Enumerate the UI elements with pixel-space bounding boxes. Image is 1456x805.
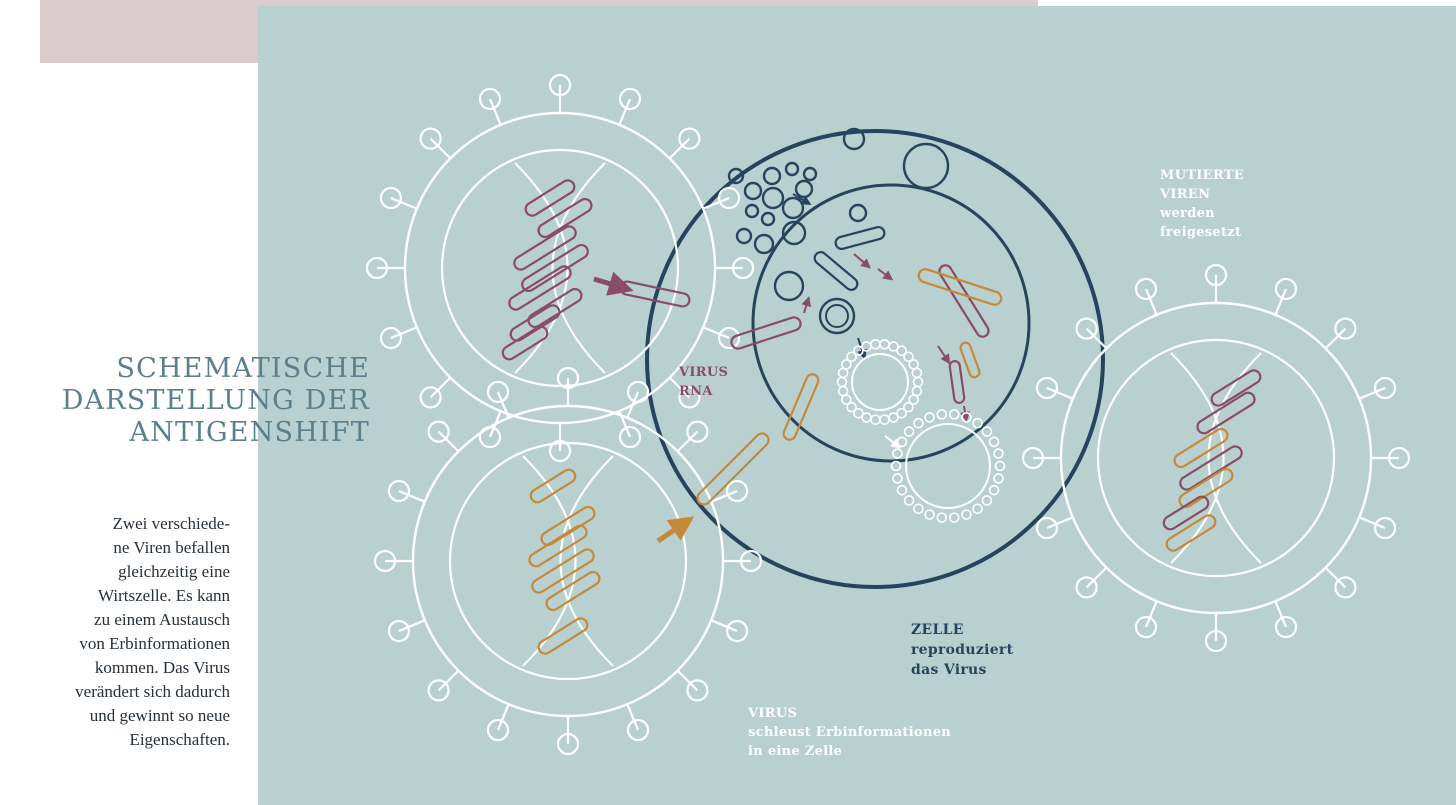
rna-segment-transit [782, 372, 820, 441]
antigenic-shift-diagram [258, 6, 1456, 805]
rna-segment-transit [730, 316, 802, 351]
virus-orange [375, 368, 761, 754]
arrow-entry-mauve [594, 279, 624, 288]
virion-spike [842, 395, 851, 404]
virion-spike [973, 419, 982, 428]
rna-segment [536, 616, 590, 656]
rna-segment [527, 523, 589, 568]
arrow-nucleus [854, 254, 868, 266]
label-mutated-viruses: MUTIERTE VIREN werden freigesetzt [1160, 166, 1244, 242]
budding-virion [838, 340, 923, 424]
rna-segment [1164, 513, 1218, 553]
vesicle [755, 235, 773, 253]
virion-spike [880, 340, 889, 349]
virion-spike [994, 449, 1003, 458]
host-cell-nucleus [753, 185, 1029, 461]
virion-spike [889, 413, 898, 422]
arrow-nucleus [938, 346, 948, 361]
virion-spike [912, 387, 921, 396]
rna-segment [500, 324, 549, 362]
rna-segment [1177, 467, 1235, 510]
virion-spike [914, 419, 923, 428]
label-virus-rna: VIRUS RNA [679, 363, 728, 401]
virion-spike [925, 510, 934, 519]
rna-segment-transit [695, 431, 771, 507]
virion-spike [871, 340, 880, 349]
virion-spike [839, 387, 848, 396]
virion-core [906, 424, 990, 508]
virion-spike [982, 496, 991, 505]
virion-spike [982, 427, 991, 436]
vesicle [796, 181, 812, 197]
virion-spike [996, 462, 1005, 471]
rna-segment-nucleus [959, 341, 981, 378]
virion-spike [871, 415, 880, 424]
diagram-panel: MUTIERTE VIREN werden freigesetzt VIRUS … [258, 6, 1456, 805]
virion-spike [897, 437, 906, 446]
rna-segment [528, 467, 577, 505]
virion-core [852, 354, 908, 410]
vesicle [804, 168, 816, 180]
vesicle [745, 183, 761, 199]
virion-spike [897, 486, 906, 495]
rna-segment [1161, 494, 1210, 532]
virion-spike [937, 410, 946, 419]
vesicle-double-inner [826, 305, 848, 327]
rna-segment [523, 178, 577, 218]
vesicle [904, 144, 948, 188]
vesicle [737, 229, 751, 243]
arrow-nucleus [964, 406, 966, 418]
virion-spike [973, 504, 982, 513]
vesicle [775, 272, 803, 300]
page-title: SCHEMATISCHE DARSTELLUNG DER ANTIGENSHIF… [0, 353, 370, 449]
virion-spike [962, 510, 971, 519]
virus-mauve [367, 75, 753, 461]
rna-segment [539, 505, 597, 548]
label-cell: ZELLE reproduziert das Virus [911, 620, 1013, 680]
arrow-nucleus [804, 300, 808, 313]
virion-spike [950, 513, 959, 522]
virion-spike [950, 410, 959, 419]
rna-segment-nucleus [917, 268, 1003, 307]
vesicle [783, 198, 803, 218]
vesicle [786, 163, 798, 175]
virion-spike [838, 378, 847, 387]
virion-spike [925, 413, 934, 422]
virion-spike [839, 368, 848, 377]
vesicle [850, 205, 866, 221]
virion-spike [990, 486, 999, 495]
vesicle [762, 213, 774, 225]
arrow-budding [885, 436, 898, 446]
virion-spike [893, 474, 902, 483]
vesicle [764, 168, 780, 184]
virion-spike [893, 449, 902, 458]
virion-spike [909, 360, 918, 369]
released-virion [892, 410, 1005, 522]
virion-spike [905, 496, 914, 505]
virion-spike [880, 415, 889, 424]
virion-spike [990, 437, 999, 446]
virion-spike [892, 462, 901, 471]
virion-spike [914, 504, 923, 513]
virion-spike [905, 427, 914, 436]
rna-segment-nucleus [949, 361, 965, 404]
vesicle [763, 188, 783, 208]
label-virus-entry: VIRUS schleust Erbinformationen in eine … [748, 704, 951, 761]
virion-spike [914, 378, 923, 387]
host-cell-membrane [647, 131, 1103, 587]
rna-segment [544, 570, 602, 613]
virion-spike [994, 474, 1003, 483]
virion-spike [862, 342, 871, 351]
virion-spike [937, 513, 946, 522]
rna-segment-nucleus [834, 226, 885, 251]
description-text: Zwei verschiede- ne Viren befallen gleic… [0, 512, 230, 805]
virion-spike [912, 368, 921, 377]
rna-segment-nucleus [812, 250, 860, 293]
vesicle [746, 205, 758, 217]
arrow-nucleus [878, 269, 890, 278]
